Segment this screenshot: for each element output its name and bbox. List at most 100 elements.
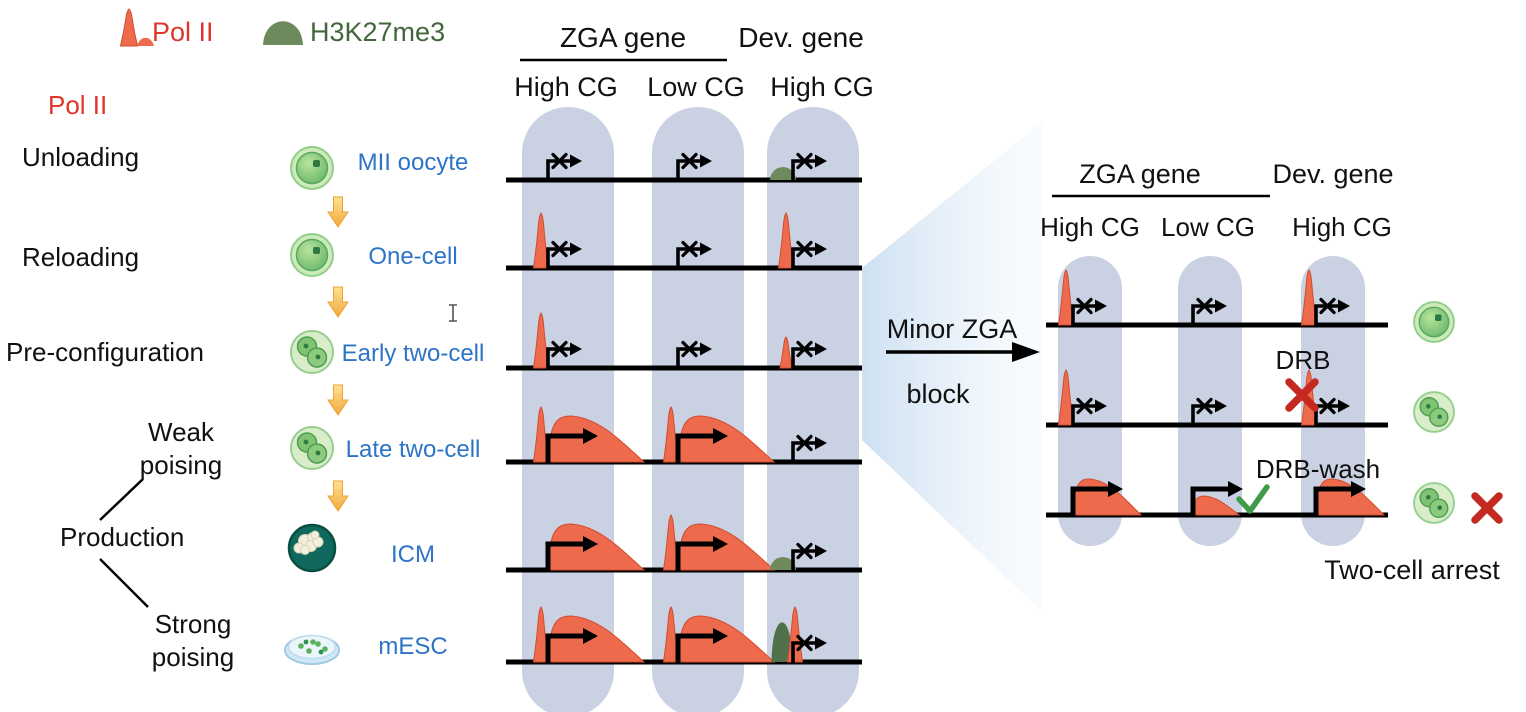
preconfiguration-label: Pre-configuration: [6, 337, 204, 367]
block-x-mark: [1319, 397, 1336, 415]
block-x-mark: [796, 240, 813, 258]
drb-treatment-label: DRB: [1276, 345, 1331, 375]
blocked-promoter-arrow: [791, 549, 816, 571]
text-cursor: [449, 304, 457, 322]
pol2-peak: [779, 336, 793, 369]
promoter-arrowhead: [815, 242, 827, 256]
gene-state: [532, 606, 646, 663]
block-x-mark: [1076, 397, 1093, 415]
pol2-header-label: Pol II: [48, 90, 107, 120]
promoter-arrowhead: [815, 154, 827, 168]
gene-state: [662, 406, 776, 463]
promoter-arrowhead: [583, 536, 598, 552]
promoter-arrowhead: [1338, 399, 1350, 413]
drb-wash-treatment-label: DRB-wash: [1256, 454, 1380, 484]
legend-h3k27me3-label: H3K27me3: [310, 17, 445, 47]
promoter-arrowhead: [583, 628, 598, 644]
gene-state: [676, 152, 712, 181]
promoter-arrowhead: [700, 342, 712, 356]
block-x-mark: [1196, 397, 1213, 415]
promoter-arrowhead: [583, 428, 598, 444]
block-x-mark: [796, 340, 813, 358]
right-col-header-high-cg-1: High CG: [1040, 212, 1140, 242]
blocked-promoter-arrow: [1071, 404, 1096, 426]
promoter-arrowhead: [1228, 481, 1243, 497]
gene-state: [770, 542, 827, 571]
block-x-mark: [681, 240, 698, 258]
gene-state: [1057, 269, 1107, 326]
minor-zga-label-line1: Minor ZGA: [887, 314, 1018, 344]
blocked-promoter-arrow: [791, 441, 816, 463]
main-col-header-high-cg-2: High CG: [770, 72, 874, 102]
gene-state: [1070, 478, 1143, 516]
gene-state: [1191, 397, 1227, 426]
right-panel-graphics: [1046, 256, 1388, 546]
pol2-elongation-dome: [677, 615, 776, 663]
block-x-mark: [551, 340, 568, 358]
h3k27me3-hill: [770, 167, 796, 180]
pol2-elongation-dome: [677, 415, 776, 463]
zoom-beam: [862, 122, 1042, 612]
promoter-arrowhead: [713, 428, 728, 444]
timeline-icons: [284, 146, 340, 665]
pol2-shoulder-bump: [137, 37, 154, 46]
pol2-peak: [1057, 269, 1075, 326]
pol2-peak: [119, 8, 139, 47]
pol2-peak: [1300, 269, 1318, 326]
promoter-arrowhead: [815, 544, 827, 558]
weak-poising-label-line2: poising: [140, 450, 222, 480]
blocked-promoter-arrow: [1314, 304, 1339, 326]
right-stage-icons: [1413, 301, 1455, 524]
gene-state: [662, 606, 776, 663]
block-x-mark: [551, 152, 568, 170]
h3k27me3-hill: [771, 622, 793, 662]
active-promoter-arrow: [1070, 486, 1109, 516]
drb-wash-check-icon: [1236, 484, 1270, 514]
gene-state: [791, 434, 827, 463]
active-promoter-arrow: [675, 541, 714, 571]
drb-blocked-x-icon: [1285, 378, 1319, 412]
blocked-promoter-arrow: [546, 347, 571, 369]
blocked-promoter-arrow: [676, 247, 701, 269]
two-cell-icon: [290, 426, 334, 470]
block-x-mark: [796, 152, 813, 170]
promoter-arrowhead: [1351, 481, 1366, 497]
main-col-header-high-cg-1: High CG: [514, 72, 618, 102]
promoter-arrowhead: [1095, 399, 1107, 413]
right-col-header-high-cg-2: High CG: [1292, 212, 1392, 242]
blocked-promoter-arrow: [1191, 304, 1216, 326]
right-col-header-low-cg: Low CG: [1161, 212, 1255, 242]
pol2-elongation-dome: [1315, 478, 1386, 516]
gene-state: [532, 312, 582, 369]
gene-state: [532, 406, 646, 463]
blocked-promoter-arrow: [676, 347, 701, 369]
legend-pol2-label: Pol II: [152, 17, 214, 47]
active-promoter-arrow: [675, 433, 714, 463]
strong-poising-label-line1: Strong: [155, 609, 232, 639]
stage-label-early-two-cell: Early two-cell: [342, 340, 485, 367]
active-promoter-arrow: [675, 633, 714, 663]
stage-label-icm: ICM: [391, 541, 435, 568]
two-cell-icon: [290, 330, 334, 374]
block-x-mark: [1319, 297, 1336, 315]
main-panel-graphics: [506, 107, 862, 712]
block-x-mark: [1076, 297, 1093, 315]
promoter-arrowhead: [815, 436, 827, 450]
blocked-promoter-arrow: [791, 247, 816, 269]
active-promoter-arrow: [545, 633, 584, 663]
promoter-arrowhead: [713, 628, 728, 644]
stage-label-mesc: mESC: [378, 633, 447, 660]
gene-state: [1313, 478, 1386, 516]
blocked-promoter-arrow: [1191, 404, 1216, 426]
pol2-peak: [777, 212, 795, 269]
blocked-promoter-arrow: [791, 347, 816, 369]
mii-oocyte-icon: [290, 146, 334, 190]
h3k27me3-hill: [263, 21, 303, 45]
active-promoter-arrow: [1190, 486, 1229, 516]
promoter-arrowhead: [700, 154, 712, 168]
icm-icon: [287, 523, 337, 573]
block-x-mark: [796, 542, 813, 560]
pol2-elongation-dome: [547, 415, 646, 463]
